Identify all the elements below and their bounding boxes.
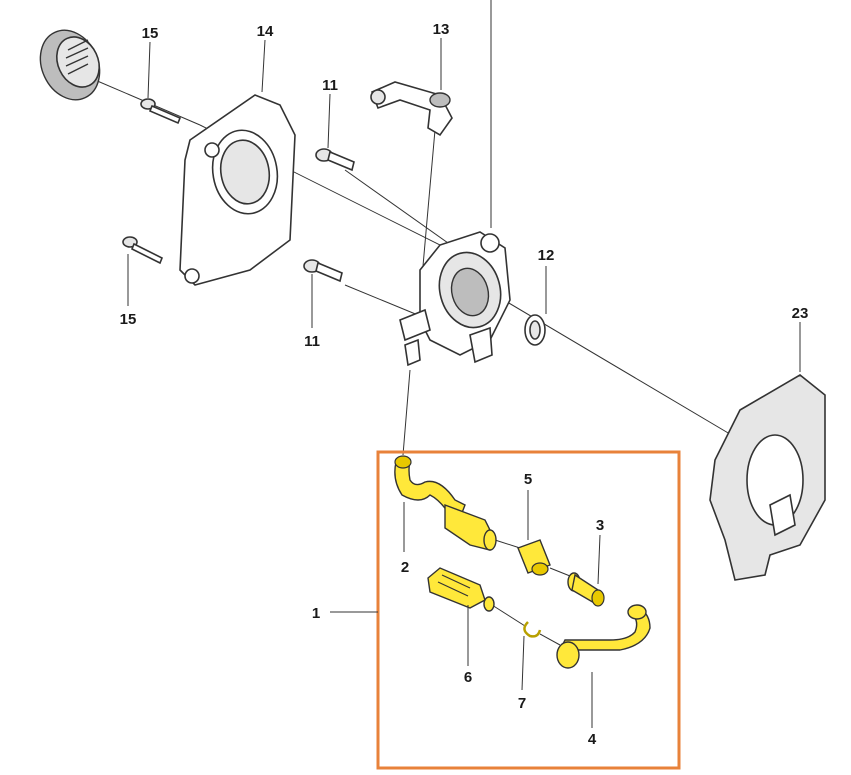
callout-7: 7 [518, 695, 526, 712]
callout-15-bottom: 15 [120, 311, 137, 328]
callout-12: 12 [538, 247, 555, 264]
callout-6: 6 [464, 669, 472, 686]
part-6-filter [427, 567, 495, 612]
callout-14: 14 [257, 23, 274, 40]
oil-pump-body [399, 231, 511, 367]
part-5-sleeve [517, 539, 551, 576]
part-15-screw-bottom [122, 236, 164, 265]
callout-labels: 15 14 13 11 12 15 11 23 5 3 2 1 6 7 4 [120, 21, 809, 748]
callout-4: 4 [588, 731, 597, 748]
part-23-plate [709, 374, 826, 581]
part-13-lever [370, 81, 453, 137]
callout-3: 3 [596, 517, 604, 534]
callout-15-top: 15 [142, 25, 159, 42]
callout-1: 1 [312, 605, 320, 622]
callout-11-top: 11 [322, 77, 338, 94]
part-12-washer [524, 314, 546, 346]
callout-23: 23 [792, 305, 809, 322]
part-14-cover-plate [179, 94, 296, 286]
part-2-hose [394, 455, 497, 551]
callout-5: 5 [524, 471, 532, 488]
part-7-clip [523, 621, 542, 638]
part-11-screw-top [315, 148, 355, 172]
highlight-box [376, 450, 681, 770]
callout-13: 13 [433, 21, 450, 38]
part-15-screw-top [140, 98, 182, 125]
part-4-bent-hose [556, 604, 651, 669]
callout-11-bottom: 11 [304, 333, 320, 350]
part-3-nipple [567, 572, 605, 607]
leader-lines [127, 38, 801, 728]
part-15-plug [39, 29, 101, 101]
part-11-screw-bottom [303, 259, 343, 283]
callout-2: 2 [401, 559, 409, 576]
